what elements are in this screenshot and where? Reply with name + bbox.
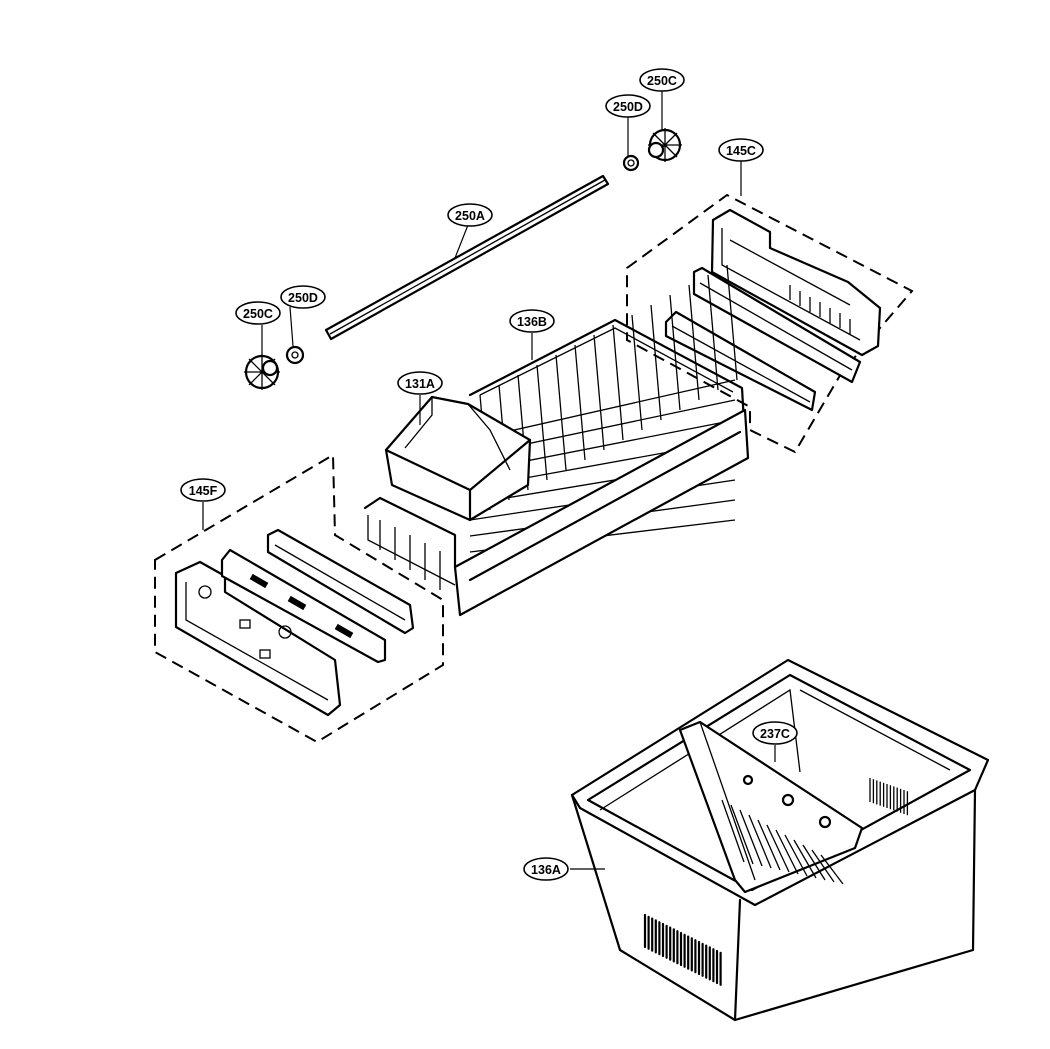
basket-wire <box>593 334 605 451</box>
callout-250C-left: 250C <box>235 301 281 325</box>
divider-slot <box>811 849 835 883</box>
basket-wire <box>536 364 548 481</box>
callout-label-250C-left: 250C <box>243 307 273 321</box>
divider-slot <box>739 809 763 867</box>
callout-145C: 145C <box>718 138 764 162</box>
basket-wire <box>707 274 719 391</box>
slide-rail-250A <box>324 174 610 341</box>
callout-label-136B: 136B <box>517 315 547 329</box>
divider-slot <box>748 814 772 869</box>
gear-250C-left <box>244 354 280 390</box>
callout-label-237C: 237C <box>760 727 790 741</box>
gear-250C-top <box>647 128 682 162</box>
basket-wire <box>688 284 700 401</box>
basket-wire <box>669 294 681 411</box>
large-bin-136A <box>570 658 990 1022</box>
wire-basket-136B <box>363 264 750 617</box>
divider-slot <box>820 854 844 885</box>
callout-label-145F: 145F <box>189 484 218 498</box>
basket-wire <box>612 324 624 441</box>
callout-145F: 145F <box>180 478 226 502</box>
callout-250D-top: 250D <box>605 94 651 118</box>
basket-wire <box>555 354 567 471</box>
callout-237C: 237C <box>752 721 798 745</box>
basket-wire <box>650 304 662 421</box>
divider-slot <box>730 804 754 865</box>
callout-131A: 131A <box>397 371 443 395</box>
callout-label-250C-top: 250C <box>647 74 677 88</box>
rail-assembly-145F <box>154 453 444 744</box>
divider-slot <box>757 819 781 871</box>
divider-slot <box>802 844 826 881</box>
basket-wire <box>574 344 586 461</box>
divider-slot <box>775 829 799 875</box>
divider-slot <box>793 839 817 879</box>
callout-label-250D-left: 250D <box>288 291 318 305</box>
washer-250D-top <box>622 154 640 172</box>
callout-label-131A: 131A <box>405 377 435 391</box>
washer-250D-left <box>285 345 305 365</box>
callout-250C-top: 250C <box>639 68 685 92</box>
callout-250A: 250A <box>447 203 493 227</box>
rail-assembly-145C <box>626 193 914 454</box>
leader-lines <box>202 90 776 870</box>
divider-slot <box>784 834 808 877</box>
divider-slot <box>766 824 790 873</box>
small-bin-131A <box>384 395 532 522</box>
callout-label-136A: 136A <box>531 863 561 877</box>
callout-label-145C: 145C <box>726 144 756 158</box>
callout-136A: 136A <box>523 857 569 881</box>
basket-wire <box>726 264 738 381</box>
callout-label-250D-top: 250D <box>613 100 643 114</box>
basket-wire <box>631 314 643 431</box>
callout-250D-left: 250D <box>280 285 326 309</box>
callout-label-250A: 250A <box>455 209 485 223</box>
callout-136B: 136B <box>509 309 555 333</box>
divider-slot <box>721 799 745 863</box>
